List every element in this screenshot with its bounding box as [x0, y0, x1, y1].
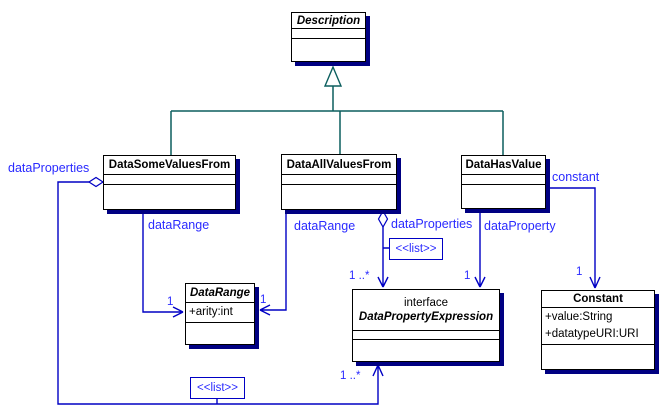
association-dataRange-some-edge[interactable] [142, 210, 184, 318]
class-dataPropertyExpression-header: interface DataPropertyExpression [353, 290, 499, 330]
class-dataPropertyExpression-name: DataPropertyExpression [358, 311, 494, 323]
class-dataRange[interactable]: DataRange +arity:int [185, 283, 255, 345]
class-description-operations-compartment [292, 38, 365, 61]
class-description-name: Description [296, 14, 361, 27]
multiplicity-dataProperties-all: 1 ..* [349, 270, 370, 282]
stereotype-list-some[interactable]: <<list>> [190, 377, 245, 399]
association-dataRange-all-edge[interactable] [259, 210, 287, 316]
class-dataHasValue[interactable]: DataHasValue [461, 155, 546, 209]
label-dataProperty: dataProperty [484, 219, 556, 233]
attribute-datatypeURI: +datatypeURI:URI [545, 328, 639, 340]
class-constant-attributes-compartment: +value:String +datatypeURI:URI [542, 307, 654, 344]
association-dataProperty-edge[interactable] [474, 210, 486, 288]
class-dataRange-name: DataRange [189, 287, 251, 299]
class-constant-operations-compartment [542, 344, 654, 369]
class-dataRange-operations-compartment [186, 322, 254, 344]
association-constant-edge[interactable] [546, 187, 601, 289]
class-dataPropertyExpression-operations-compartment [353, 339, 499, 361]
class-constant-name: Constant [573, 293, 623, 305]
class-dataAllValuesFrom-operations-compartment [282, 184, 396, 209]
class-dataAllValuesFrom-name: DataAllValuesFrom [286, 158, 392, 171]
class-dataSomeValuesFrom-operations-compartment [104, 184, 235, 209]
class-constant[interactable]: Constant +value:String +datatypeURI:URI [541, 290, 655, 370]
multiplicity-dataRange-some: 1 [167, 296, 174, 308]
association-dataProperties-some-edge[interactable] [57, 181, 384, 405]
label-dataProperties-left: dataProperties [8, 161, 90, 175]
label-dataRange-all: dataRange [294, 219, 356, 233]
label-dataRange-some: dataRange [148, 218, 210, 232]
aggregation-diamond-some-icon [87, 176, 105, 188]
class-dataHasValue-attributes-compartment [462, 174, 545, 184]
stereotype-list-all[interactable]: <<list>> [389, 238, 443, 260]
attribute-arity: +arity:int [189, 306, 233, 318]
class-description-attributes-compartment [292, 28, 365, 38]
association-dataProperties-all-edge[interactable] [377, 227, 389, 288]
interface-keyword: interface [403, 297, 449, 309]
generalization-triangle-icon [323, 65, 343, 87]
attribute-value: +value:String [545, 311, 613, 323]
class-dataPropertyExpression[interactable]: interface DataPropertyExpression [352, 289, 500, 362]
class-dataSomeValuesFrom-name: DataSomeValuesFrom [108, 159, 231, 171]
multiplicity-dataProperty: 1 [464, 270, 471, 282]
class-dataSomeValuesFrom[interactable]: DataSomeValuesFrom [103, 155, 236, 210]
label-constant: constant [552, 170, 600, 184]
generalization-tree-edge[interactable] [170, 86, 504, 155]
class-dataSomeValuesFrom-attributes-compartment [104, 174, 235, 184]
class-dataAllValuesFrom-attributes-compartment [282, 174, 396, 184]
class-dataRange-attributes-compartment: +arity:int [186, 302, 254, 322]
label-dataProperties-all: dataProperties [391, 217, 473, 231]
multiplicity-constant: 1 [576, 266, 583, 278]
class-dataHasValue-operations-compartment [462, 184, 545, 208]
class-description[interactable]: Description [291, 12, 366, 62]
multiplicity-dataProperties-some: 1 ..* [340, 370, 361, 382]
aggregation-diamond-all-icon [377, 209, 389, 229]
class-dataHasValue-name: DataHasValue [465, 159, 542, 171]
class-dataAllValuesFrom[interactable]: DataAllValuesFrom [281, 154, 397, 210]
class-dataPropertyExpression-attributes-compartment [353, 330, 499, 339]
multiplicity-dataRange-all: 1 [260, 294, 267, 306]
